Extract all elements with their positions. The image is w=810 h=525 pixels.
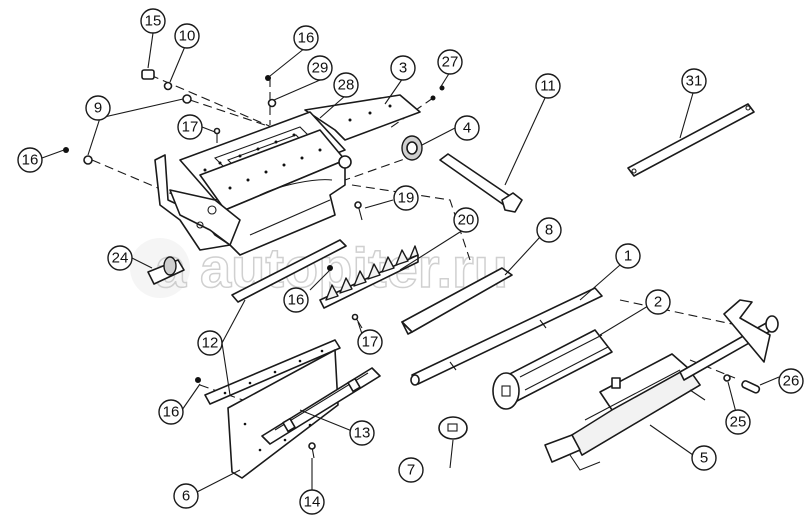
svg-text:16: 16 <box>288 292 305 309</box>
callout-27: 27 <box>437 49 463 75</box>
callout-29: 29 <box>307 55 333 81</box>
part-side-plates <box>204 339 381 479</box>
svg-text:19: 19 <box>398 190 415 207</box>
leader-lines <box>41 32 780 498</box>
svg-text:6: 6 <box>182 488 190 505</box>
callout-6: 6 <box>173 483 199 509</box>
part-20-comb <box>319 245 419 309</box>
callout-25: 25 <box>725 409 751 435</box>
svg-text:5: 5 <box>700 450 708 467</box>
svg-text:26: 26 <box>783 373 800 390</box>
svg-text:31: 31 <box>686 73 703 90</box>
callout-16: 16 <box>293 25 319 51</box>
svg-text:29: 29 <box>312 60 329 77</box>
callout-15: 15 <box>140 8 166 34</box>
callout-20: 20 <box>453 207 479 233</box>
svg-text:2: 2 <box>654 294 662 311</box>
callout-28: 28 <box>333 72 359 98</box>
callout-24: 24 <box>107 245 133 271</box>
callout-26: 26 <box>778 368 804 394</box>
svg-text:12: 12 <box>202 335 219 352</box>
svg-text:14: 14 <box>304 494 321 511</box>
housing-frame <box>154 94 421 256</box>
svg-text:4: 4 <box>463 120 471 137</box>
callouts: 15 10 16 29 3 27 28 9 16 17 4 11 31 19 2… <box>17 8 804 515</box>
part-strip <box>231 239 347 303</box>
callout-16: 16 <box>283 287 309 313</box>
svg-text:20: 20 <box>458 212 475 229</box>
callout-10: 10 <box>174 23 200 49</box>
callout-31: 31 <box>681 68 707 94</box>
callout-7: 7 <box>398 457 424 483</box>
callout-16: 16 <box>17 147 43 173</box>
svg-text:16: 16 <box>22 152 39 169</box>
callout-11: 11 <box>535 73 561 99</box>
callout-14: 14 <box>299 489 325 515</box>
part-11-bolt <box>439 153 523 213</box>
svg-text:9: 9 <box>94 100 102 117</box>
callout-9: 9 <box>85 95 111 121</box>
svg-text:8: 8 <box>545 222 553 239</box>
svg-text:25: 25 <box>730 414 747 431</box>
svg-text:27: 27 <box>442 54 459 71</box>
svg-text:24: 24 <box>112 250 129 267</box>
svg-text:17: 17 <box>362 334 379 351</box>
svg-text:1: 1 <box>624 248 632 265</box>
svg-text:10: 10 <box>179 28 196 45</box>
callout-4: 4 <box>454 115 480 141</box>
part-7-disc <box>438 416 468 440</box>
part-31-bar <box>627 103 755 177</box>
callout-19: 19 <box>393 185 419 211</box>
callout-8: 8 <box>536 217 562 243</box>
callout-17: 17 <box>177 114 203 140</box>
svg-text:16: 16 <box>163 404 180 421</box>
svg-text:16: 16 <box>298 30 315 47</box>
part-5-tray <box>544 353 706 471</box>
part-2-roller <box>492 329 613 410</box>
callout-17: 17 <box>357 329 383 355</box>
svg-text:28: 28 <box>338 77 355 94</box>
part-1-shaft <box>410 287 603 386</box>
watermark: a autopiter.ru <box>130 235 509 300</box>
callout-16: 16 <box>158 399 184 425</box>
part-24-shaft-end <box>147 256 185 285</box>
callout-13: 13 <box>349 420 375 446</box>
hardware <box>63 69 761 459</box>
svg-text:15: 15 <box>145 13 162 30</box>
svg-text:3: 3 <box>399 60 407 77</box>
part-8-angle-bar <box>401 267 513 335</box>
svg-text:13: 13 <box>354 425 371 442</box>
callout-12: 12 <box>197 330 223 356</box>
part-rod-assembly <box>679 299 779 381</box>
callout-1: 1 <box>615 243 641 269</box>
callout-2: 2 <box>645 289 671 315</box>
svg-text:11: 11 <box>540 78 556 95</box>
svg-text:17: 17 <box>182 119 199 136</box>
callout-3: 3 <box>390 55 416 81</box>
part-4-bearing <box>401 135 423 161</box>
svg-text:7: 7 <box>407 462 415 479</box>
callout-5: 5 <box>691 445 717 471</box>
